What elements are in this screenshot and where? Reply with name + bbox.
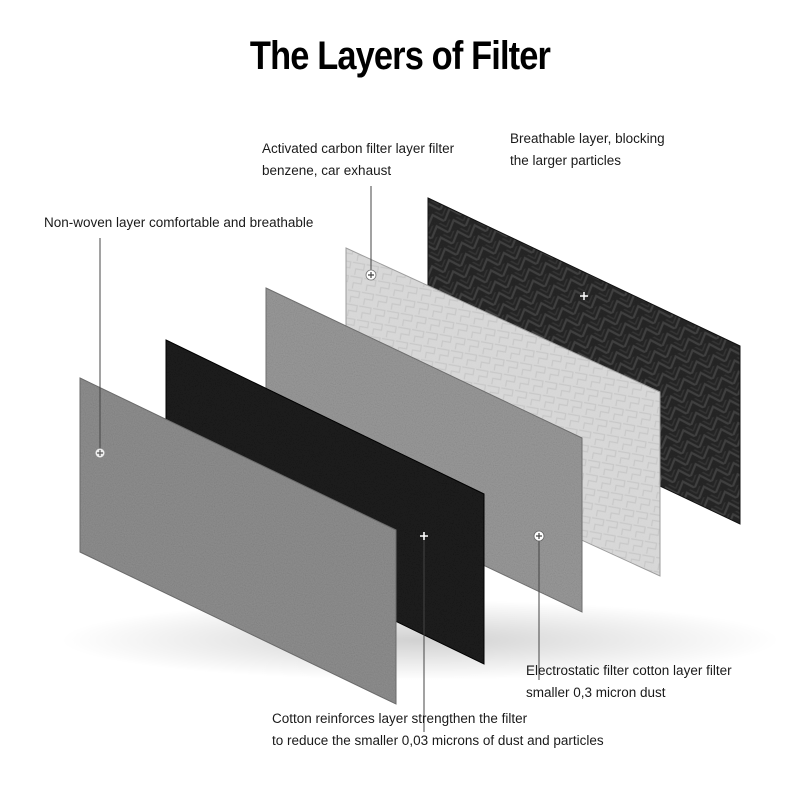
label-cotton-reinforce: Cotton reinforces layer strengthen the f… (272, 708, 604, 752)
marker-activated-carbon (365, 269, 377, 281)
label-electrostatic-line-2: smaller 0,3 micron dust (526, 685, 666, 700)
label-activated-carbon-line-1: Activated carbon filter layer filter (262, 141, 455, 156)
marker-non-woven (95, 448, 105, 458)
label-non-woven: Non-woven layer comfortable and breathab… (44, 212, 313, 234)
leader-lines (99, 186, 540, 732)
label-cotton-reinforce-line-1: Cotton reinforces layer strengthen the f… (272, 711, 528, 726)
marker-breathable (580, 292, 588, 300)
non-woven-layer-panel (79, 377, 397, 705)
marker-electrostatic (533, 530, 545, 542)
label-non-woven-line-1: Non-woven layer comfortable and breathab… (44, 215, 314, 230)
label-breathable: Breathable layer, blocking the larger pa… (510, 128, 665, 172)
label-breathable-line-2: the larger particles (510, 153, 622, 168)
label-activated-carbon: Activated carbon filter layer filter ben… (262, 138, 454, 182)
label-electrostatic: Electrostatic filter cotton layer filter… (526, 660, 732, 704)
diagram-title: The Layers of Filter (249, 34, 551, 78)
label-electrostatic-line-1: Electrostatic filter cotton layer filter (526, 663, 732, 678)
marker-cotton-reinforce (420, 532, 428, 540)
label-activated-carbon-line-2: benzene, car exhaust (262, 163, 392, 178)
label-breathable-line-1: Breathable layer, blocking (510, 131, 665, 146)
label-cotton-reinforce-line-2: to reduce the smaller 0,03 microns of du… (272, 733, 604, 748)
